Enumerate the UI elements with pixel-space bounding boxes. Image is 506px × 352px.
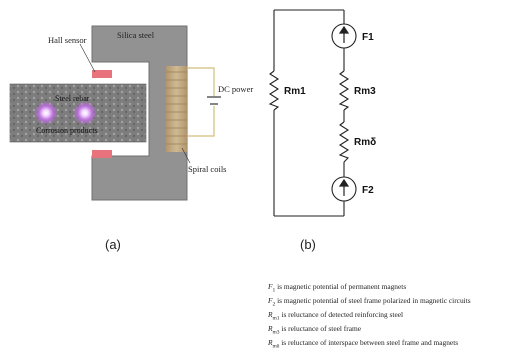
rm3-label: Rm3 [354,86,376,97]
legend-item: F2 is magnetic potential of steel frame … [268,296,504,310]
spiral-coils-label: Spiral coils [188,164,226,174]
legend-item: Rm3 is reluctance of steel frame [268,324,504,338]
legend-text: is reluctance of interspace between stee… [279,338,459,348]
corrosion-glow-left [34,101,58,125]
figure-b [268,9,357,217]
legend-text: is reluctance of steel frame [279,324,362,334]
hall-sensor-pointer [79,43,96,73]
dc-power-circuit [187,67,215,137]
corrosion-products-label: Corrosion products [36,126,98,135]
legend-symbol: F2 [268,296,276,308]
legend-text: is magnetic potential of steel frame pol… [275,296,471,306]
legend-symbol: F1 [268,282,276,294]
legend-text: is reluctance of detected reinforcing st… [279,310,404,320]
symbol-legend: F1 is magnetic potential of permanent ma… [268,282,504,352]
source-arrows [338,25,350,196]
caption-b: (b) [300,237,316,252]
resistor-rmd [338,121,350,163]
silica-steel-label: Silica steel [117,30,155,40]
resistor-rm3 [338,70,350,111]
legend-symbol: Rm1 [268,310,280,322]
legend-item: F1 is magnetic potential of permanent ma… [268,282,504,296]
legend-symbol: Rm3 [268,324,280,336]
rmd-label: Rmδ [354,137,376,148]
spiral-coils-pointer [181,147,191,164]
dc-power-label: DC power [218,84,253,94]
steel-rebar-label: Steel rebar [55,94,90,103]
legend-item: Rmδ is reluctance of interspace between … [268,338,504,352]
spiral-coils [166,66,187,152]
f1-label: F1 [362,32,374,43]
resistor-rm1 [268,70,280,111]
rm1-label: Rm1 [284,86,306,97]
f2-arrowhead-icon [338,178,350,187]
coil-windings [166,71,187,145]
legend-symbol: Rmδ [268,338,280,350]
legend-item: Rm1 is reluctance of detected reinforcin… [268,310,504,324]
f1-arrowhead-icon [338,25,350,34]
f2-label: F2 [362,185,374,196]
corrosion-glow-right [73,101,97,125]
hall-sensor-label: Hall sensor [48,35,87,45]
hall-sensor-top [92,70,112,78]
hall-sensor-bottom [92,150,112,158]
dc-battery-icon [207,96,221,105]
legend-text: is magnetic potential of permanent magne… [275,282,407,291]
caption-a: (a) [105,237,121,252]
figure-a: Hall sensor Silica steel Steel rebar Cor… [9,25,253,201]
